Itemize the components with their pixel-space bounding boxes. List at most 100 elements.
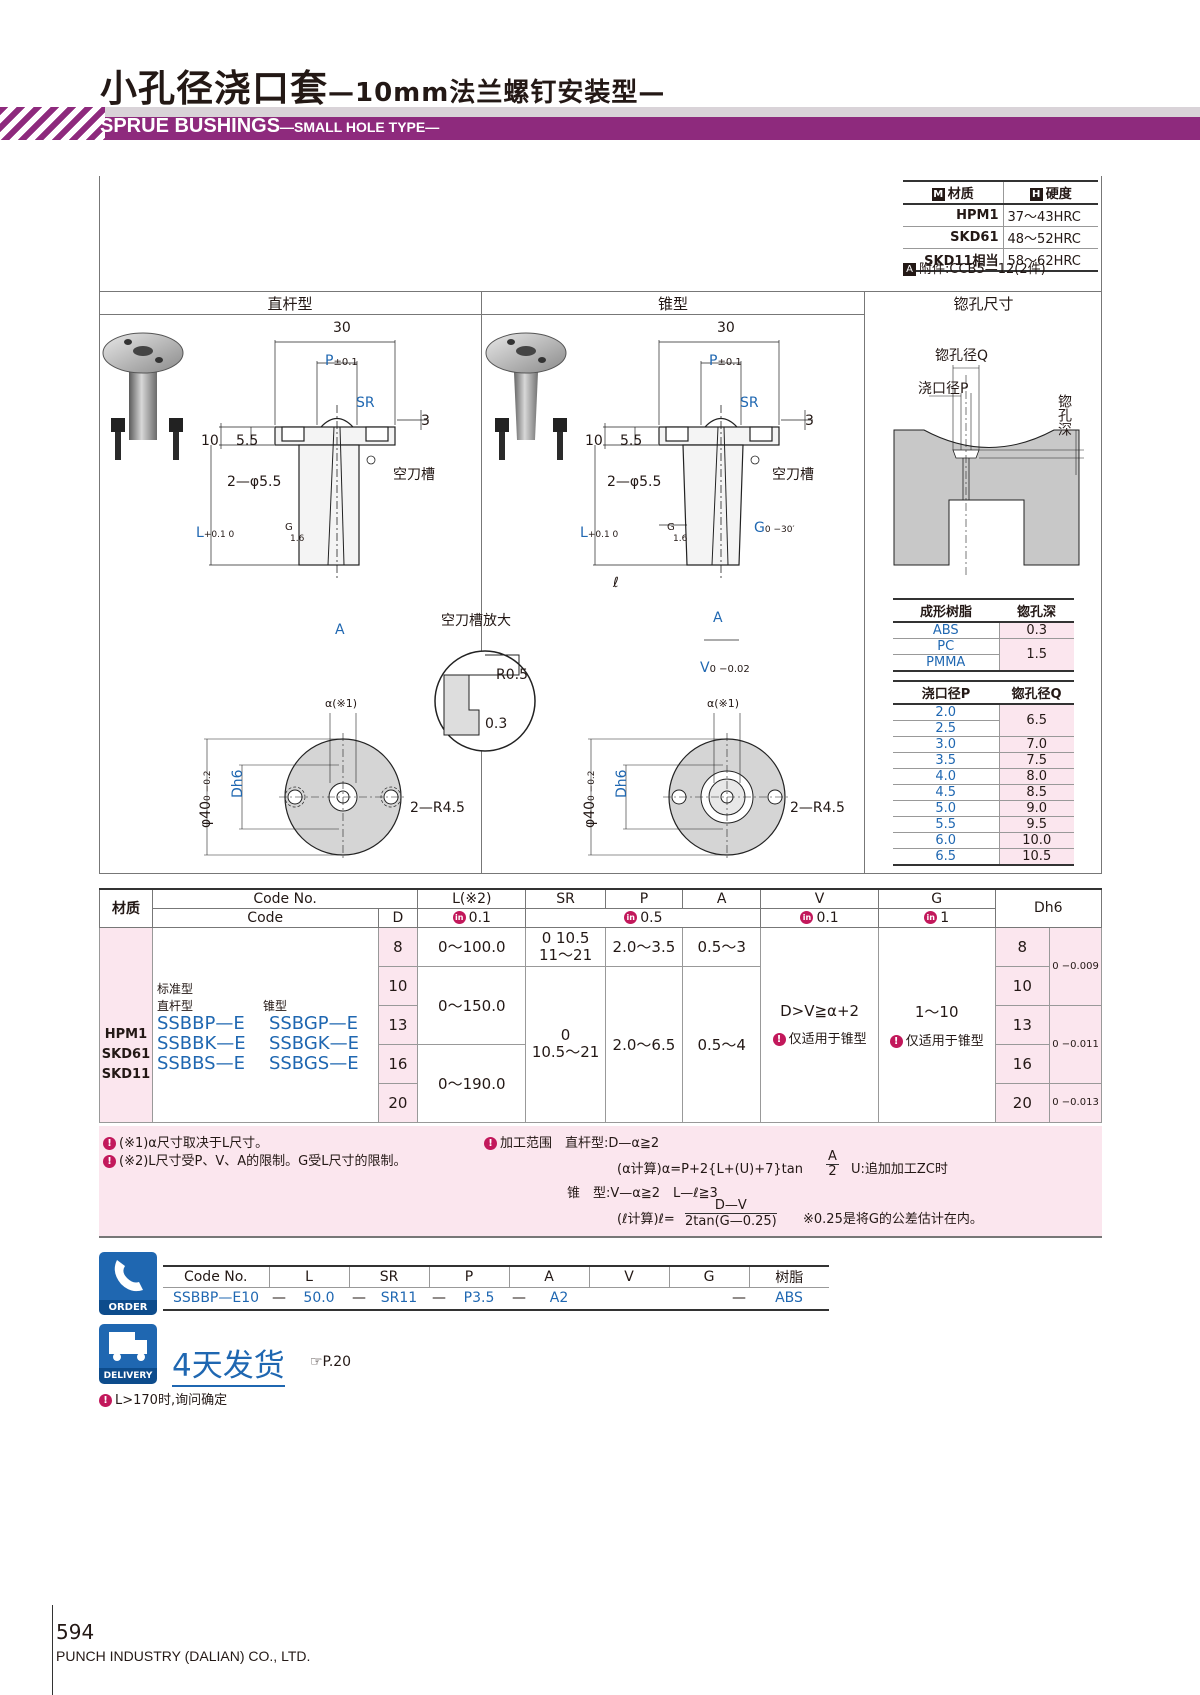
section-taper-title: 锥型 xyxy=(657,295,688,313)
dim-sr: SR xyxy=(740,395,759,411)
spec-p-range: 2.0～6.5 xyxy=(604,965,684,1123)
dim-holes: 2—φ5.5 xyxy=(227,474,282,490)
gate-p-value: 5.5 xyxy=(893,816,999,833)
material-name: HPM1 xyxy=(903,204,1004,227)
delivery-ref-link[interactable]: ☞P.20 xyxy=(310,1354,352,1370)
hardness-value: 58～62HRC xyxy=(1003,248,1098,272)
note-taper: 锥 型:V—α≧2 L—ℓ≧3 xyxy=(567,1186,718,1201)
order-dash: — xyxy=(729,1287,749,1311)
order-l: 50.0 xyxy=(289,1287,349,1311)
technical-drawings xyxy=(102,332,1084,861)
spec-table: 材质 Code No. L(※2) SR P A V G Dh6 Code D … xyxy=(99,888,1103,1123)
dim-a: A xyxy=(713,610,723,626)
dim-dh6: Dh6 xyxy=(230,769,246,798)
dim-0-3: 0.3 xyxy=(485,716,508,732)
dim-l: L+0.1 0 xyxy=(196,525,235,541)
taper-bottom-view xyxy=(588,713,791,861)
section-divider xyxy=(864,291,865,874)
order-v xyxy=(589,1287,669,1311)
truck-icon xyxy=(109,1332,147,1361)
dim-p: P±0.1 xyxy=(709,353,742,369)
gate-p-value: 2.5 xyxy=(893,720,999,737)
note-alpha-calc: (α计算)α=P+2{L+(U)+7}tan xyxy=(617,1162,803,1177)
order-h-l: L xyxy=(268,1265,349,1288)
spot-p-label: 浇口径P xyxy=(918,381,969,397)
header-bar xyxy=(95,117,1200,140)
spec-l-range: 0～100.0 xyxy=(417,926,527,967)
spec-p-range: 2.0～3.5 xyxy=(604,926,684,967)
order-icon: ORDER xyxy=(99,1252,157,1315)
order-p: P3.5 xyxy=(449,1287,509,1311)
section-straight-title: 直杆型 xyxy=(267,295,313,313)
delivery-note: !L>170时,询问确定 xyxy=(99,1389,227,1408)
spot-q-value: 8.0 xyxy=(998,768,1074,785)
resin-header: 成形树脂 xyxy=(893,598,999,623)
order-resin: ABS xyxy=(749,1287,829,1311)
order-h-resin: 树脂 xyxy=(748,1265,829,1288)
dim-l-small: ℓ xyxy=(613,575,619,591)
order-dash: — xyxy=(349,1287,369,1311)
gate-p-value: 3.0 xyxy=(893,736,999,753)
spec-dh6-value: 10 xyxy=(994,965,1051,1006)
label-g: G xyxy=(667,522,675,533)
dim-holes: 2—φ5.5 xyxy=(607,474,662,490)
spot-q-value: 9.0 xyxy=(998,800,1074,817)
title-en-main: SPRUE BUSHINGS xyxy=(100,115,281,137)
material-icon: M xyxy=(931,188,945,201)
gate-p-header: 浇口径P xyxy=(893,680,999,705)
dim-alpha: α(※1) xyxy=(707,697,740,710)
spec-code-header: Code xyxy=(151,907,379,928)
frame-bottom-line xyxy=(99,873,1102,874)
order-h-sr: SR xyxy=(348,1265,429,1288)
depth-value: 0.3 xyxy=(998,622,1074,639)
spec-a-header: A xyxy=(682,888,762,909)
gate-p-value: 4.5 xyxy=(893,784,999,801)
order-dash: — xyxy=(509,1287,529,1311)
order-dash: — xyxy=(269,1287,289,1311)
spot-facing-view xyxy=(893,365,1084,575)
title-main: 小孔径浇口套 xyxy=(100,67,328,110)
order-example-table: Code No. L SR P A V G 树脂 SSBBP—E10 — 50.… xyxy=(163,1265,829,1311)
company-name: PUNCH INDUSTRY (DALIAN) CO., LTD. xyxy=(56,1648,311,1664)
straight-section-view xyxy=(209,340,429,580)
spec-dh6-tol: 0 −0.011 xyxy=(1049,1004,1102,1084)
groove-zoom-view xyxy=(434,650,536,752)
order-g xyxy=(669,1287,729,1311)
section-spot-title: 锪孔尺寸 xyxy=(953,295,1014,313)
notes-panel: !(※1)α尺寸取决于L尺寸。 !(※2)L尺寸受P、V、A的限制。G受L尺寸的… xyxy=(99,1126,1102,1238)
spec-d-value: 16 xyxy=(377,1043,419,1084)
spec-d-header: D xyxy=(377,907,419,928)
gate-p-value: 3.5 xyxy=(893,752,999,769)
spec-dh6-value: 13 xyxy=(994,1004,1051,1045)
dim-v: V0 −0.02 xyxy=(700,660,750,676)
dim-a: A xyxy=(335,622,345,638)
delivery-icon: DELIVERY xyxy=(99,1324,157,1384)
spot-q-value: 6.5 xyxy=(998,704,1074,737)
note-u: U:追加加工ZC时 xyxy=(851,1162,948,1177)
resin-name: PC xyxy=(893,638,999,655)
spot-q-value: 10.5 xyxy=(998,848,1074,866)
roughness-1-6: 1.6 xyxy=(290,534,305,544)
dim-alpha: α(※1) xyxy=(325,697,358,710)
header-hatch xyxy=(0,107,105,140)
spec-dh6-tol: 0 −0.009 xyxy=(1049,926,1102,1006)
note-range: !加工范围 直杆型:D—α≧2 xyxy=(484,1132,659,1151)
order-h-code: Code No. xyxy=(163,1265,269,1288)
spec-l-header: L(※2) xyxy=(417,888,527,909)
title-english: SPRUE BUSHINGS—SMALL HOLE TYPE— xyxy=(100,115,439,138)
spot-q-value: 10.0 xyxy=(998,832,1074,849)
gate-p-value: 2.0 xyxy=(893,704,999,721)
dim-10: 10 xyxy=(201,433,219,449)
dim-l: L+0.1 0 xyxy=(580,525,619,541)
order-h-p: P xyxy=(428,1265,509,1288)
resin-name: ABS xyxy=(893,622,999,639)
spec-d-value: 13 xyxy=(377,1004,419,1045)
spec-l-range: 0～190.0 xyxy=(417,1043,527,1123)
